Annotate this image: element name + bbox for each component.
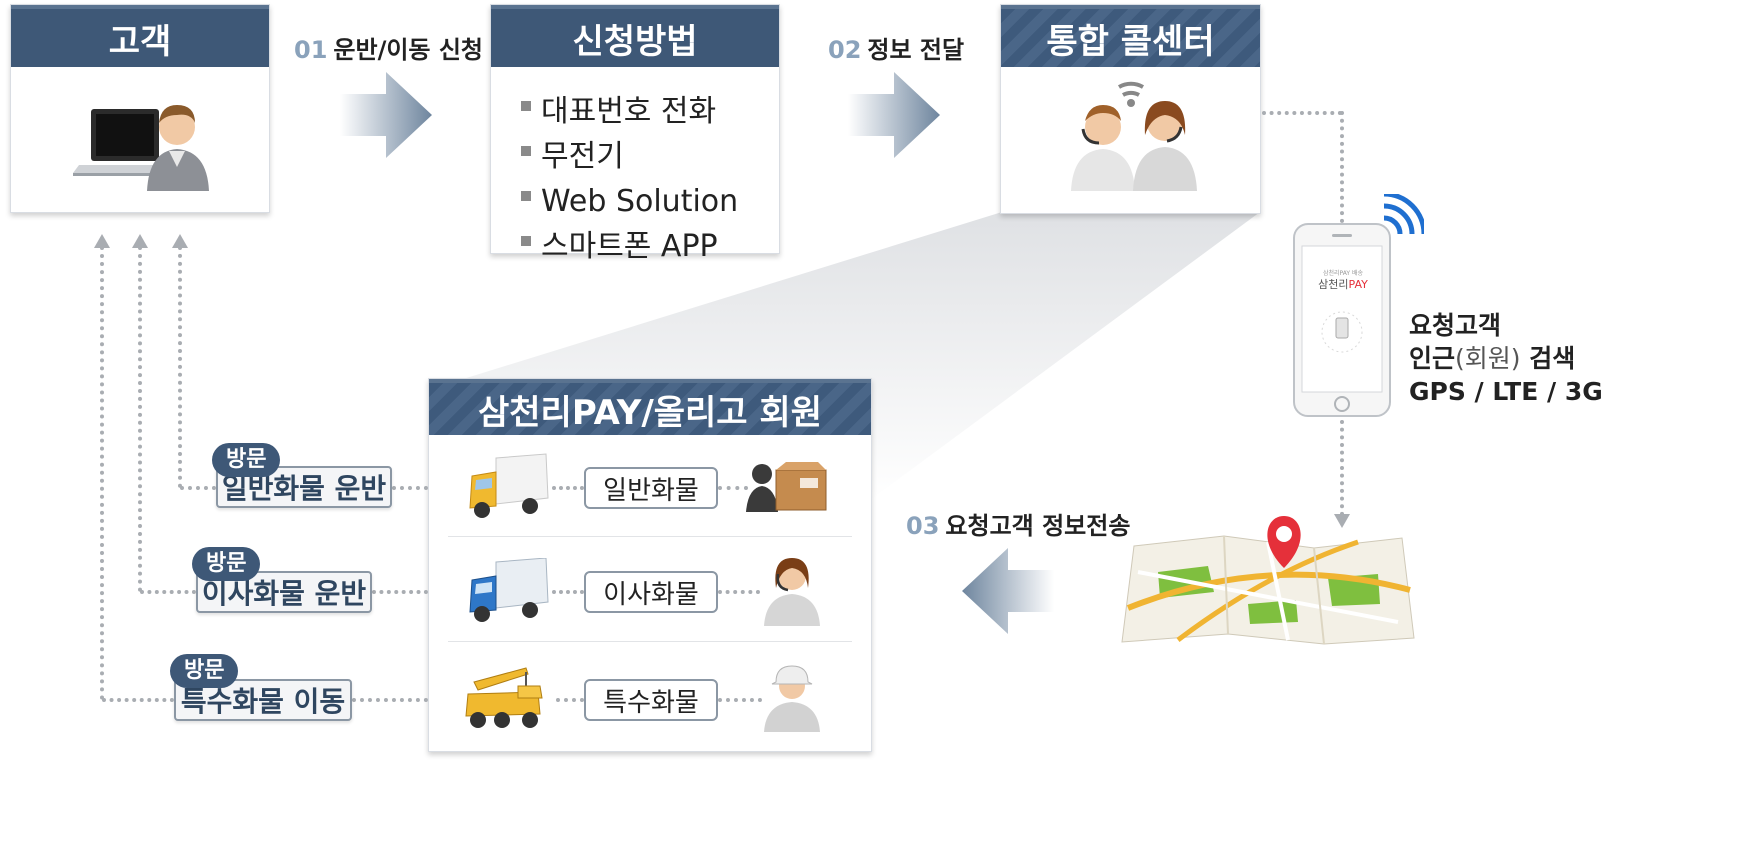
step-01-text: 운반/이동 신청 <box>333 36 484 64</box>
connector-line <box>372 590 428 594</box>
connector-line <box>100 246 104 700</box>
arrow-right-icon <box>848 72 940 158</box>
connector-line <box>718 486 748 490</box>
cargo-pill-special: 특수화물 <box>584 679 718 721</box>
bullet-square-icon <box>521 235 531 246</box>
map-icon <box>1121 516 1415 645</box>
phone-app-name: 삼천리PAY <box>1318 278 1368 291</box>
arrow-up-icon <box>132 234 148 248</box>
cargo-pill-general: 일반화물 <box>584 467 718 509</box>
visit-pill-moving: 이사화물 운반 <box>196 571 372 613</box>
connector-line <box>1340 111 1344 223</box>
connector-line <box>392 486 428 490</box>
connector-line <box>138 246 142 592</box>
members-title: 삼천리PAY/올리고 회원 <box>429 379 871 435</box>
customer-box: 고객 <box>10 4 270 213</box>
step-03-number: 03 <box>906 512 940 540</box>
arrow-right-icon <box>340 72 432 158</box>
connector-line <box>718 590 760 594</box>
step-03-text: 요청고객 정보전송 <box>945 512 1131 540</box>
connector-line <box>556 698 584 702</box>
cargo-pill-moving: 이사화물 <box>584 571 718 613</box>
customer-laptop-icon <box>73 105 209 191</box>
method-item: Web Solution <box>521 179 738 224</box>
method-item: 무전기 <box>521 134 738 179</box>
method-title: 신청방법 <box>491 5 779 67</box>
crane-truck-icon <box>465 667 543 728</box>
search-line-2: 인근(회원) 검색 <box>1409 344 1576 373</box>
moving-truck-icon <box>469 558 549 622</box>
connector-line <box>352 698 428 702</box>
method-list: 대표번호 전화 무전기 Web Solution 스마트폰 APP <box>521 89 738 269</box>
search-line-1: 요청고객 <box>1409 311 1502 340</box>
arrow-up-icon <box>94 234 110 248</box>
arrow-down-icon <box>1334 514 1350 528</box>
operator-female-icon <box>764 558 820 626</box>
connector-line <box>1262 111 1342 115</box>
search-description: 요청고객 인근(회원) 검색 GPS / LTE / 3G <box>1409 309 1603 408</box>
row-divider <box>448 536 852 537</box>
bullet-square-icon <box>521 145 531 156</box>
method-box: 신청방법 대표번호 전화 무전기 Web Solution 스마트폰 APP <box>490 4 780 264</box>
connector-line <box>102 698 174 702</box>
visit-tag: 방문 <box>212 443 281 477</box>
worker-helmet-icon <box>764 665 820 732</box>
connector-line <box>718 698 762 702</box>
search-line-3: GPS / LTE / 3G <box>1409 377 1603 406</box>
method-item: 대표번호 전화 <box>521 89 738 134</box>
connector-line <box>1340 420 1344 516</box>
bullet-square-icon <box>521 190 531 201</box>
visit-tag: 방문 <box>170 654 239 688</box>
connector-line <box>178 246 182 488</box>
row-divider <box>448 641 852 642</box>
connector-line <box>180 486 216 490</box>
connector-line <box>140 590 196 594</box>
connector-line <box>552 590 584 594</box>
step-02-text: 정보 전달 <box>867 36 965 64</box>
visit-pill-special: 특수화물 이동 <box>174 679 352 721</box>
callcenter-title: 통합 콜센터 <box>1001 5 1260 67</box>
visit-tag: 방문 <box>192 547 261 581</box>
call-operators-icon <box>1071 81 1197 191</box>
bullet-square-icon <box>521 100 531 111</box>
step-01-number: 01 <box>294 36 328 64</box>
customer-title: 고객 <box>11 5 269 67</box>
method-item: 스마트폰 APP <box>521 224 738 269</box>
arrow-left-icon <box>962 548 1054 634</box>
phone-app-small-text: 삼천리PAY 배송 <box>1322 270 1364 277</box>
callcenter-box: 통합 콜센터 <box>1000 4 1261 214</box>
smartphone-icon <box>1293 223 1391 417</box>
step-02-number: 02 <box>828 36 862 64</box>
arrow-up-icon <box>172 234 188 248</box>
person-with-box-icon <box>746 462 827 512</box>
connector-line <box>552 486 584 490</box>
box-truck-icon <box>469 453 549 518</box>
wifi-signal-icon <box>1383 194 1424 235</box>
